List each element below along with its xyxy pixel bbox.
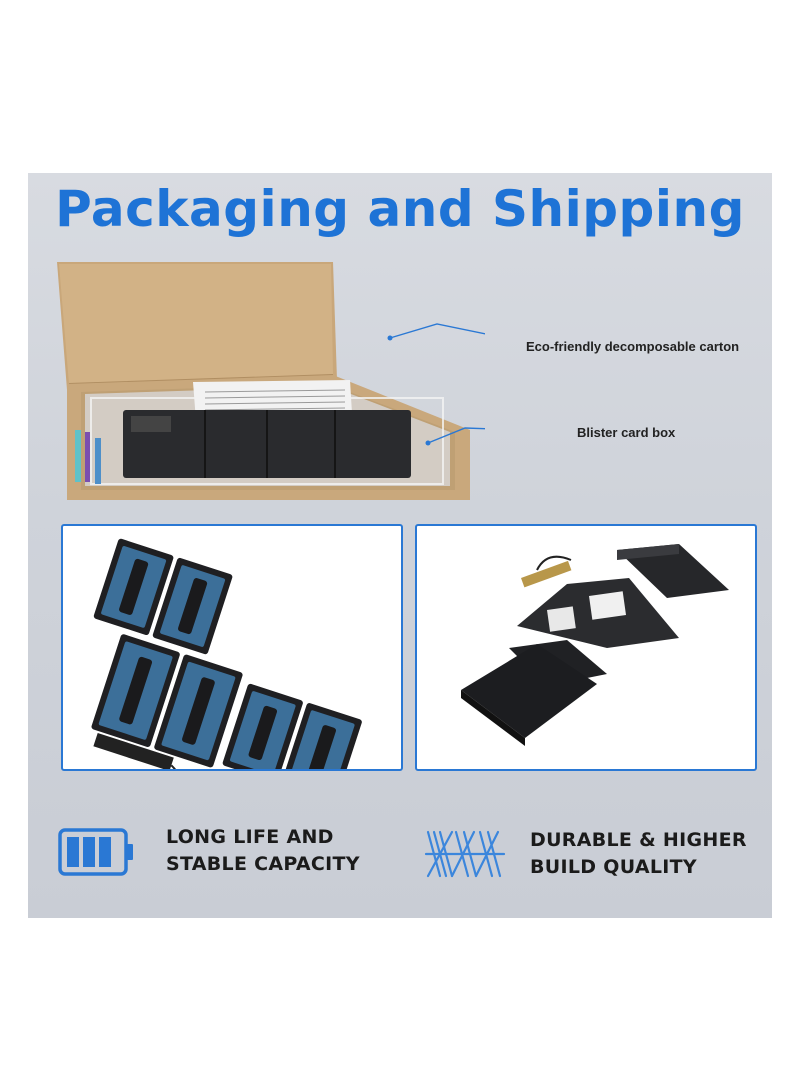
battery-front-image — [91, 538, 362, 769]
feature-durable: DURABLE & HIGHER BUILD QUALITY — [530, 827, 747, 881]
carton-image — [57, 262, 485, 500]
callout-blister: Blister card box — [577, 425, 676, 440]
feature-long-life: LONG LIFE AND STABLE CAPACITY — [166, 824, 360, 878]
spring-wire-icon — [424, 830, 506, 878]
feature-line: BUILD QUALITY — [530, 856, 697, 878]
feature-line: STABLE CAPACITY — [166, 853, 360, 875]
battery-icon — [58, 828, 133, 876]
feature-line: DURABLE & HIGHER — [530, 829, 747, 851]
feature-line: LONG LIFE AND — [166, 826, 334, 848]
battery-back-card — [415, 524, 757, 771]
page-title: Packaging and Shipping — [55, 180, 745, 238]
battery-back-image — [461, 544, 729, 746]
callout-carton: Eco-friendly decomposable carton — [526, 339, 740, 354]
battery-front-card — [61, 524, 403, 771]
